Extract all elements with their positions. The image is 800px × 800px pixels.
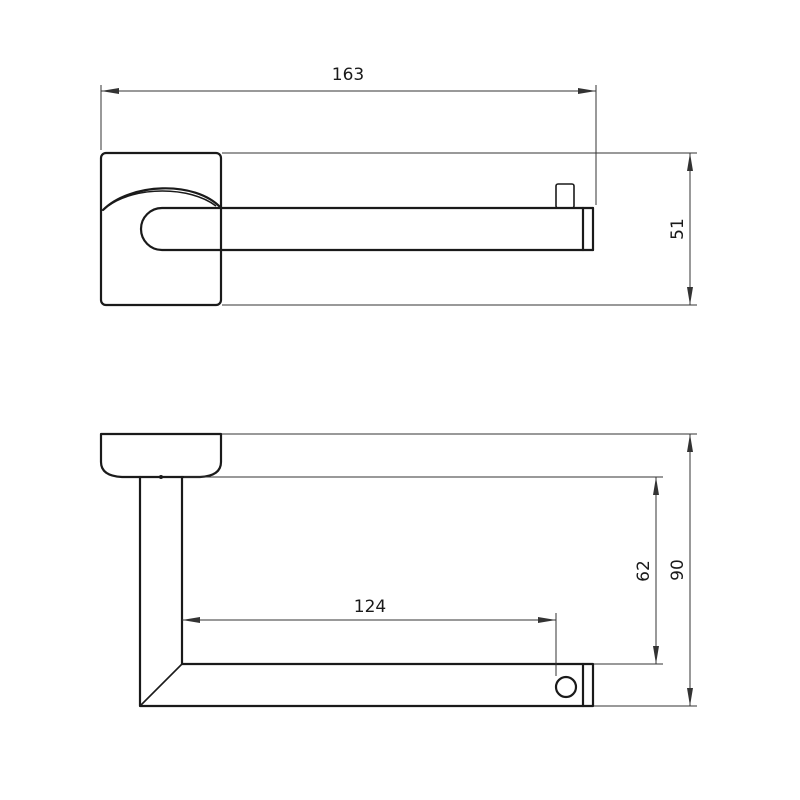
- side-screw-dot: [159, 475, 163, 479]
- top-retaining-pin: [555, 183, 575, 209]
- dimension-overall-length: 163: [100, 65, 597, 205]
- top-collar-inner: [107, 190, 217, 207]
- side-view: [99, 432, 595, 708]
- dim-label-62: 62: [634, 560, 654, 582]
- side-arm-end-cap: [581, 662, 595, 708]
- dim-label-90: 90: [668, 559, 688, 581]
- dimension-arm-height: 62: [184, 476, 663, 665]
- top-wall-plate: [99, 151, 223, 307]
- top-rod: [139, 206, 595, 252]
- dim-label-163: 163: [332, 65, 364, 85]
- dim-label-51: 51: [668, 218, 688, 240]
- dimension-overall-height: 90: [222, 433, 697, 707]
- dimension-height: 51: [222, 152, 697, 306]
- side-arm-bend: [139, 663, 183, 707]
- side-pin-hole: [554, 675, 578, 699]
- side-mount-cap: [99, 432, 223, 479]
- side-arm-body: [138, 475, 585, 708]
- top-view: [99, 151, 595, 307]
- dimension-arm-length: 124: [182, 597, 557, 676]
- dim-label-124: 124: [354, 597, 386, 617]
- top-rod-end-cap: [581, 206, 595, 252]
